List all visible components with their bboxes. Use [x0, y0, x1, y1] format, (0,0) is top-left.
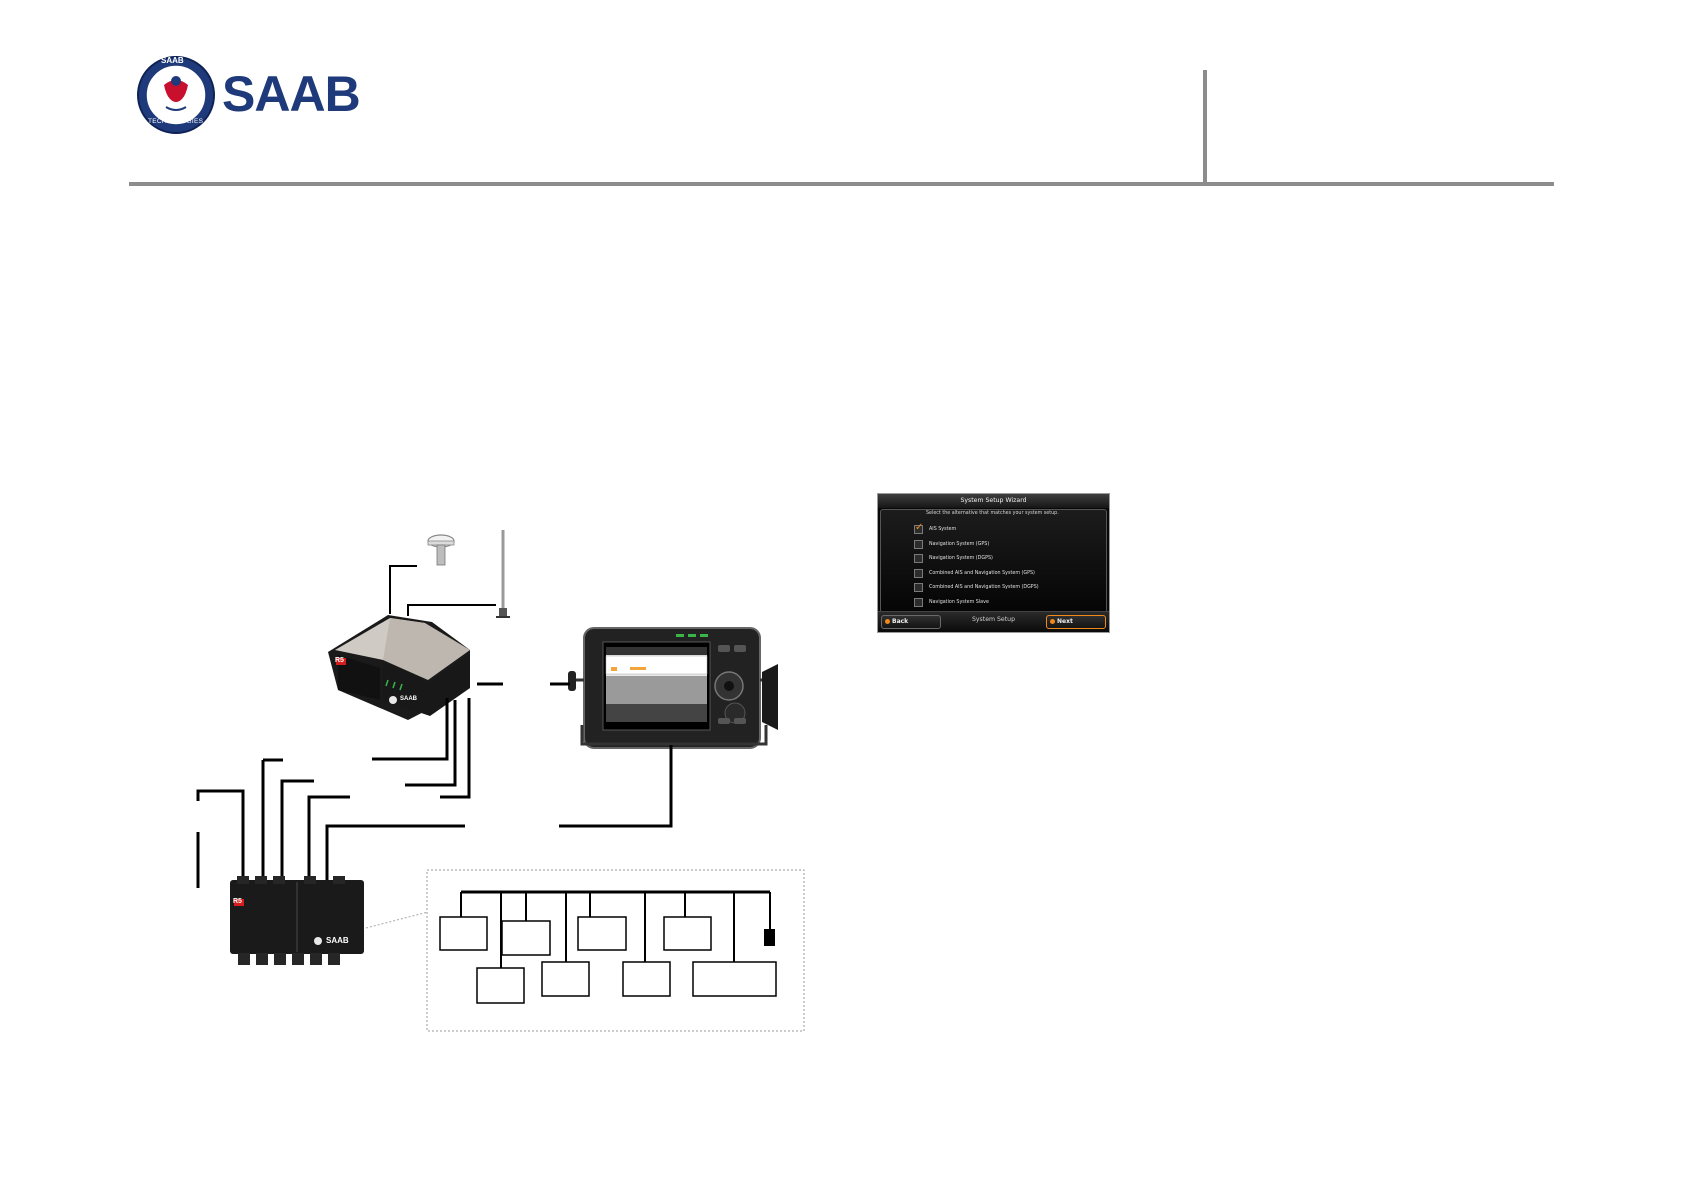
header-divider: [1203, 70, 1207, 184]
network-detail-frame: [426, 869, 805, 1032]
junction-cable-f: [307, 795, 350, 882]
junction-cable-a: [196, 789, 245, 880]
seal-top-text: SAAB: [161, 56, 184, 65]
checkbox[interactable]: [914, 583, 923, 592]
transponder-unit-icon: [328, 615, 470, 720]
network-node-6: [541, 961, 590, 997]
wizard-option-combined-gps[interactable]: Combined AIS and Navigation System (GPS): [914, 563, 1035, 578]
seal-bottom-text: TECHNOLOGIES: [148, 118, 204, 125]
checkmark-icon: ✓: [915, 522, 924, 533]
wizard-footer: Back System Setup Next: [878, 611, 1109, 632]
junction-cable-e: [280, 779, 314, 882]
transponder-badge: R5: [335, 657, 344, 664]
checkbox[interactable]: [914, 554, 923, 563]
checkbox-checked[interactable]: ✓: [914, 522, 924, 534]
next-button[interactable]: Next: [1046, 615, 1106, 629]
saab-seal-logo-icon: [137, 56, 215, 134]
wizard-instruction: Select the alternative that matches your…: [926, 511, 1059, 516]
wizard-option-navigation-slave[interactable]: Navigation System Slave: [914, 592, 989, 607]
network-node-1: [439, 916, 488, 951]
back-button-icon: [885, 619, 890, 624]
wizard-title: System Setup Wizard: [878, 494, 1109, 508]
network-node-boxes: [439, 916, 777, 1004]
back-button[interactable]: Back: [881, 615, 941, 629]
network-bus-terminator-icon: [764, 929, 775, 946]
header-rule: [129, 182, 1554, 186]
network-node-5: [476, 967, 525, 1004]
wizard-option-navigation-gps[interactable]: Navigation System (GPS): [914, 534, 989, 549]
system-setup-wizard: System Setup Wizard Select the alternati…: [877, 493, 1110, 633]
network-node-7: [622, 961, 671, 997]
control-display-unit-icon: [568, 627, 778, 749]
checkbox[interactable]: [914, 598, 923, 607]
gnss-antenna-icon: [427, 534, 455, 566]
gnss-cable: [389, 565, 417, 614]
magnifier-leader: [365, 911, 429, 929]
junction-box-brand: SAAB: [326, 936, 349, 945]
next-button-icon: [1050, 619, 1055, 624]
network-node-3: [577, 916, 627, 951]
cdu-cable-down: [559, 745, 673, 828]
junction-long-cable: [325, 824, 465, 880]
transponder-cable-1: [372, 698, 449, 761]
network-node-4: [663, 916, 712, 951]
vhf-antenna-icon: [496, 530, 510, 618]
transponder-cable-3: [440, 698, 471, 799]
vhf-cable: [407, 604, 496, 616]
transponder-brand: SAAB: [400, 696, 418, 702]
network-node-8: [692, 961, 777, 997]
wizard-option-navigation-dgps[interactable]: Navigation System (DGPS): [914, 548, 993, 563]
wizard-option-ais-system[interactable]: ✓AIS System: [914, 522, 957, 534]
saab-wordmark: SAAB: [222, 66, 361, 122]
wizard-footer-title: System Setup: [971, 616, 1016, 623]
wizard-option-combined-dgps[interactable]: Combined AIS and Navigation System (DGPS…: [914, 577, 1039, 592]
junction-box-badge: R5: [233, 898, 242, 905]
transponder-cable-2: [405, 700, 457, 787]
network-drop-lines: [460, 892, 771, 968]
wizard-body: Select the alternative that matches your…: [880, 509, 1107, 613]
checkbox[interactable]: [914, 540, 923, 549]
junction-box-icon: [230, 876, 364, 965]
checkbox[interactable]: [914, 569, 923, 578]
network-node-2: [501, 920, 551, 956]
